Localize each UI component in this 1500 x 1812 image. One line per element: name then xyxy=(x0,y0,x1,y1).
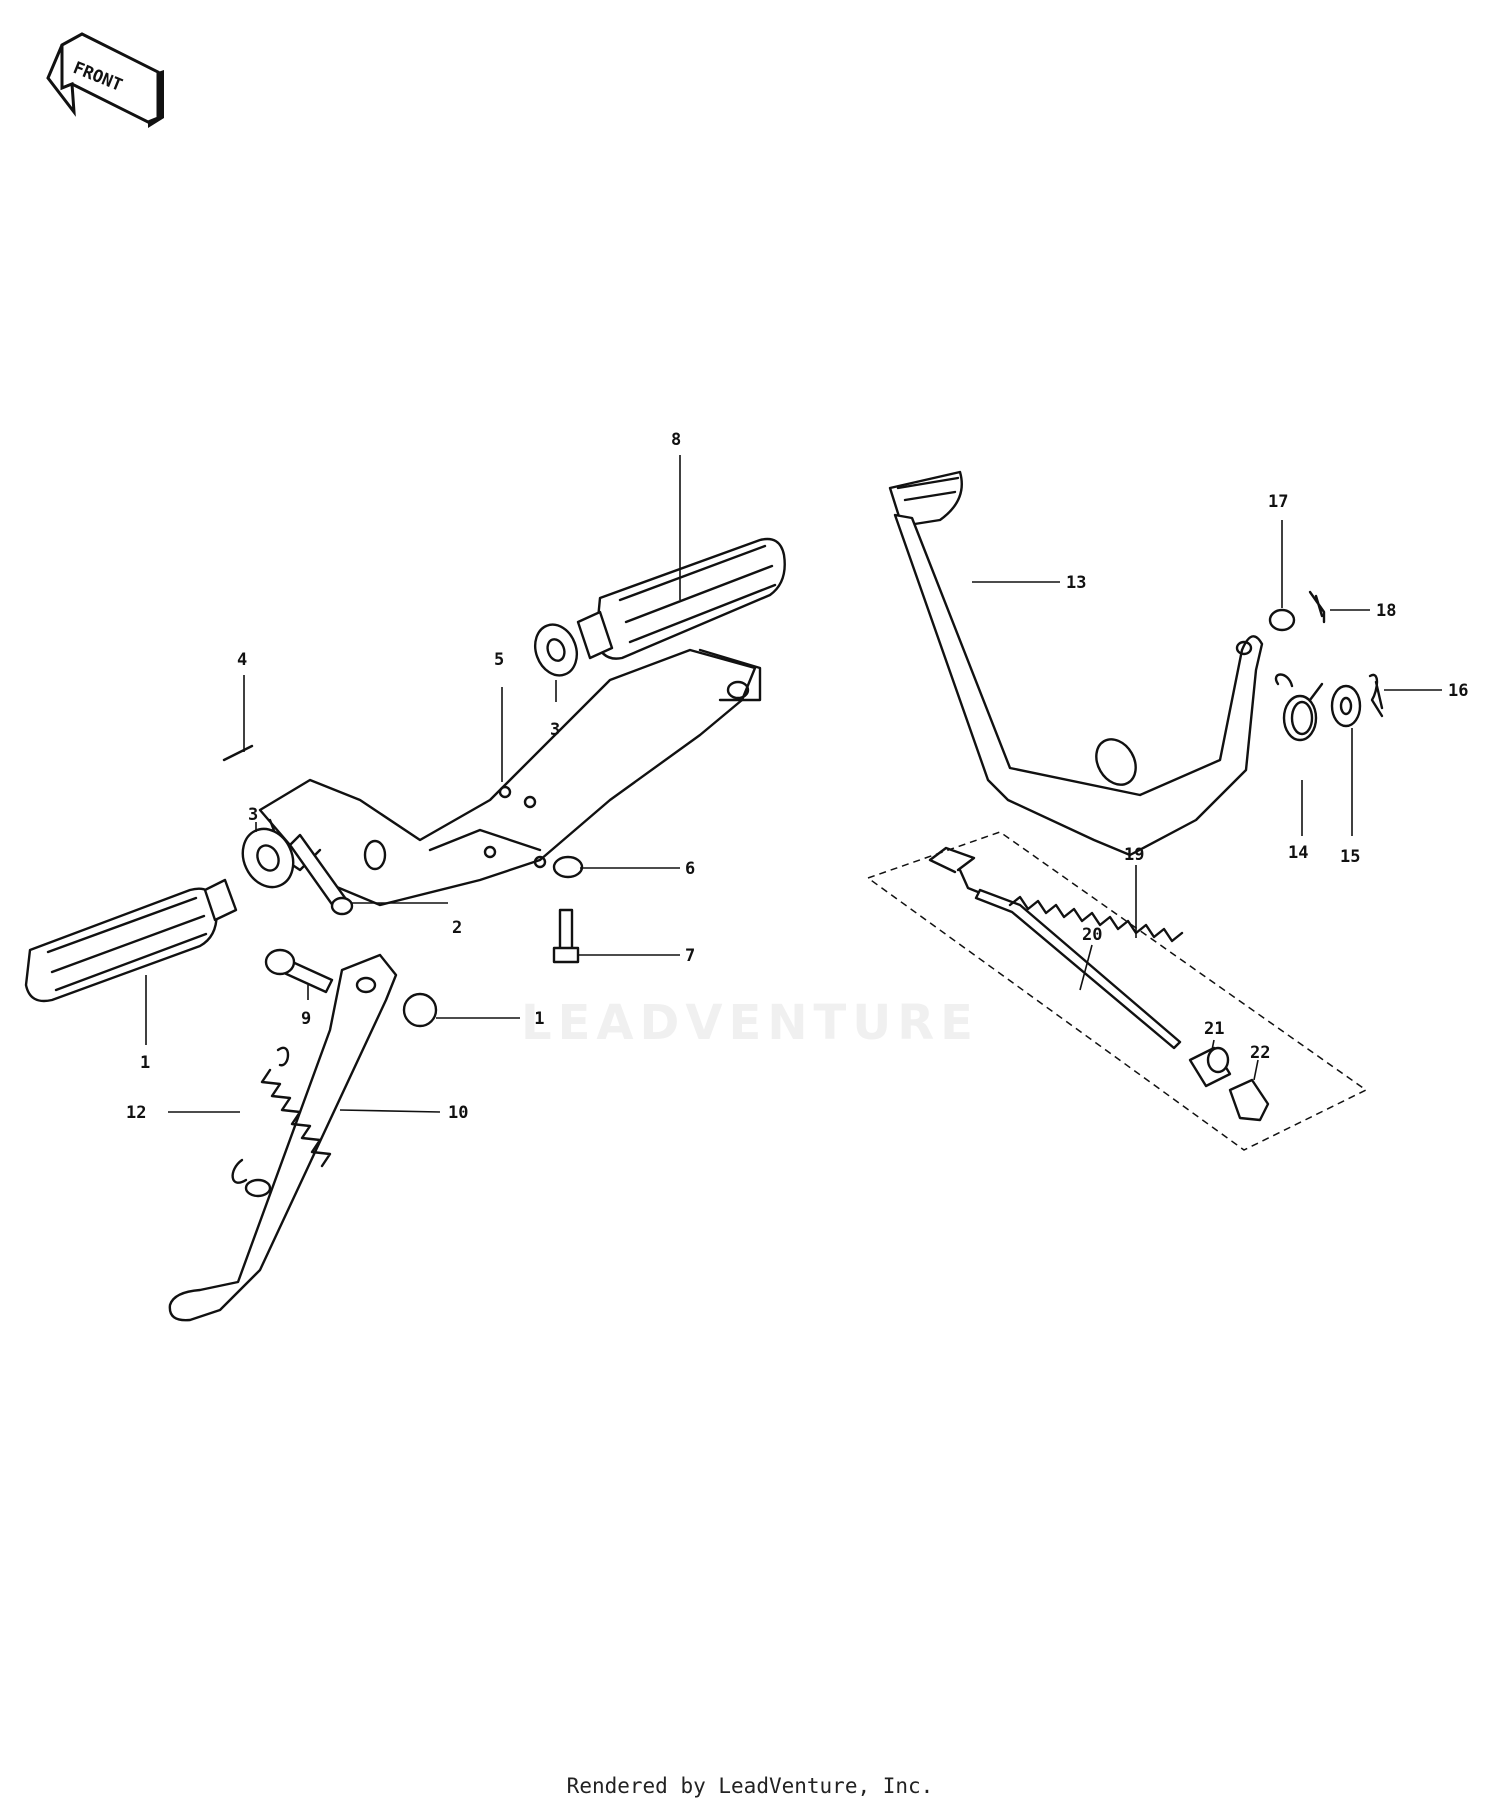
cotter-pin-18 xyxy=(1308,590,1326,624)
callout-18: 18 xyxy=(1376,601,1396,621)
bolt-9 xyxy=(264,948,334,994)
callout-5: 5 xyxy=(494,650,504,670)
bolt-7 xyxy=(552,908,580,964)
callout-3-upper: 3 xyxy=(550,720,560,740)
callout-7: 7 xyxy=(685,946,695,966)
trunnion xyxy=(1188,1046,1232,1088)
footpeg-lower xyxy=(24,878,238,1003)
callout-4: 4 xyxy=(237,650,247,670)
callout-8: 8 xyxy=(671,430,681,450)
return-spring xyxy=(1274,673,1324,742)
front-arrow-icon: FRONT xyxy=(46,32,164,128)
callout-10: 10 xyxy=(448,1103,468,1123)
callout-21: 21 xyxy=(1204,1019,1224,1039)
callout-17: 17 xyxy=(1268,492,1288,512)
footpeg-upper xyxy=(576,537,786,660)
washer-15 xyxy=(1330,684,1362,728)
callout-3-lower: 3 xyxy=(248,805,258,825)
cotter-pin-16 xyxy=(1368,673,1384,718)
side-stand xyxy=(168,953,398,1322)
nut-11 xyxy=(402,992,438,1028)
callout-1: 1 xyxy=(140,1053,150,1073)
pivot-pin xyxy=(288,833,354,916)
callout-12: 12 xyxy=(126,1103,146,1123)
callout-9: 9 xyxy=(301,1009,311,1029)
washer-lower xyxy=(241,827,295,889)
watermark-text: LEADVENTURE xyxy=(521,995,979,1051)
cotter-pin xyxy=(222,744,254,762)
callout-14: 14 xyxy=(1288,843,1308,863)
callout-13: 13 xyxy=(1066,573,1086,593)
leader-lines xyxy=(145,455,1442,1113)
callout-19: 19 xyxy=(1124,845,1144,865)
washer-17 xyxy=(1268,608,1296,632)
callout-22: 22 xyxy=(1250,1043,1270,1063)
nut-6 xyxy=(552,855,584,879)
callout-15: 15 xyxy=(1340,847,1360,867)
callout-20: 20 xyxy=(1082,925,1102,945)
washer-upper xyxy=(534,623,578,677)
brake-rod xyxy=(928,846,1184,1050)
callout-2: 2 xyxy=(452,918,462,938)
brake-rod-group-box xyxy=(866,831,1368,1151)
callout-6: 6 xyxy=(685,859,695,879)
callout-11: 11 xyxy=(524,1009,544,1029)
callout-16: 16 xyxy=(1448,681,1468,701)
footer-credit: Rendered by LeadVenture, Inc. xyxy=(566,1774,934,1798)
adjuster-nut xyxy=(1228,1078,1270,1122)
brake-pedal xyxy=(888,470,1264,857)
stand-spring xyxy=(231,1046,332,1198)
